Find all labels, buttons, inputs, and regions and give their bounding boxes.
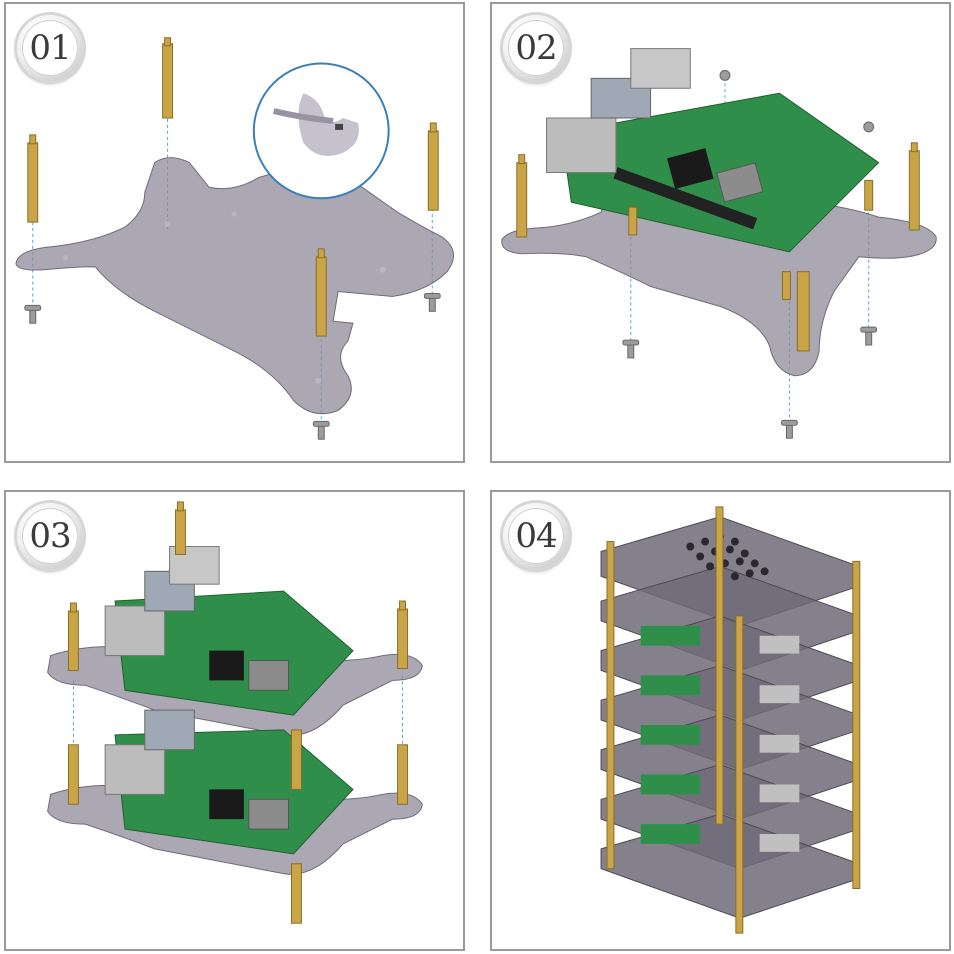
step-number-badge: 02 (503, 15, 569, 81)
step-number: 01 (29, 28, 71, 68)
step-number-badge: 01 (17, 15, 83, 81)
two-layer-stack-illustration (47, 501, 423, 924)
step-panel-2: 02 (490, 2, 951, 463)
step-number-badge: 04 (503, 503, 569, 569)
cluster-tower-illustration (600, 506, 861, 934)
step-number: 03 (29, 516, 71, 556)
step-panel-1: 01 (4, 2, 465, 463)
step-number: 04 (515, 516, 557, 556)
raspberry-pi-mount-illustration (501, 48, 937, 439)
brass-standoff (27, 37, 439, 337)
step-panel-3: 03 (4, 490, 465, 951)
step-panel-4: 04 (490, 490, 951, 951)
step-number: 02 (515, 28, 557, 68)
acrylic-plate-standoff-illustration (15, 37, 454, 440)
step-number-badge: 03 (17, 503, 83, 569)
